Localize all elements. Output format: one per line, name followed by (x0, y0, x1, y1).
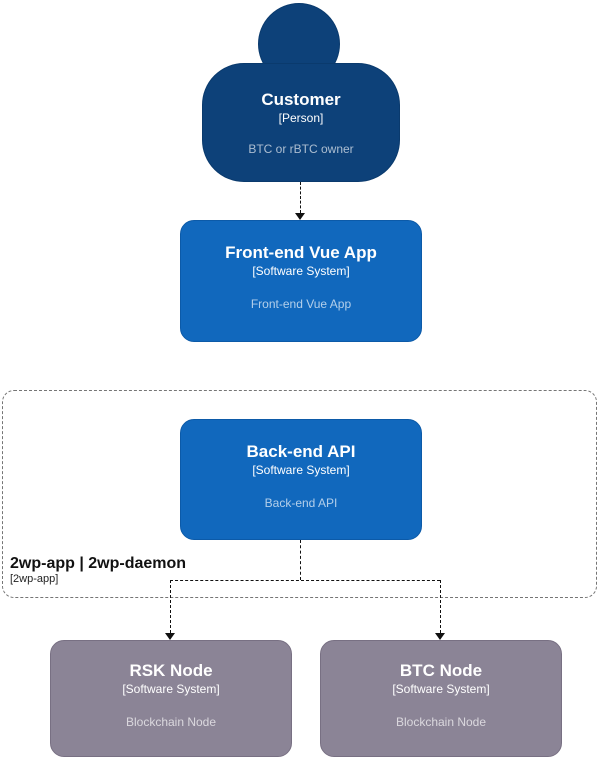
node-btc: BTC Node [Software System] Blockchain No… (320, 640, 562, 757)
node-frontend-description: Front-end Vue App (250, 297, 352, 311)
node-backend-title: Back-end API (246, 441, 356, 461)
node-backend-description: Back-end API (264, 495, 338, 510)
node-rsk-title: RSK Node (129, 660, 213, 680)
node-frontend-vue-app: Front-end Vue App [Software System] Fron… (180, 220, 422, 342)
node-rsk-description: Blockchain Node (125, 714, 217, 729)
edge-backend-stem (300, 540, 301, 580)
node-rsk-subtitle: [Software System] (122, 681, 220, 696)
node-frontend-title: Front-end Vue App (225, 243, 377, 262)
node-customer: Customer [Person] BTC or rBTC owner (202, 63, 400, 182)
node-btc-subtitle: [Software System] (392, 681, 490, 696)
node-btc-description: Blockchain Node (395, 714, 487, 729)
node-frontend-subtitle: [Software System] (252, 264, 350, 278)
edge-backend-branch (170, 580, 440, 581)
boundary-label: 2wp-app | 2wp-daemon [2wp-app] (10, 554, 186, 586)
boundary-label-title: 2wp-app | 2wp-daemon (10, 555, 187, 572)
arrowhead-down-icon (165, 633, 175, 640)
node-customer-title: Customer (261, 90, 341, 109)
node-rsk: RSK Node [Software System] Blockchain No… (50, 640, 292, 757)
node-backend-subtitle: [Software System] (252, 462, 350, 477)
edge-customer-to-frontend (300, 182, 301, 213)
node-customer-subtitle: [Person] (278, 111, 324, 125)
boundary-2wp-app (2, 390, 597, 598)
boundary-label-subtitle: [2wp-app] (10, 573, 59, 585)
node-btc-title: BTC Node (399, 660, 483, 680)
arrowhead-down-icon (435, 633, 445, 640)
node-backend-api: Back-end API [Software System] Back-end … (180, 419, 422, 540)
edge-backend-to-rsk (170, 580, 171, 633)
edge-backend-to-btc (440, 580, 441, 633)
arrowhead-down-icon (295, 213, 305, 220)
node-customer-description: BTC or rBTC owner (248, 142, 354, 156)
